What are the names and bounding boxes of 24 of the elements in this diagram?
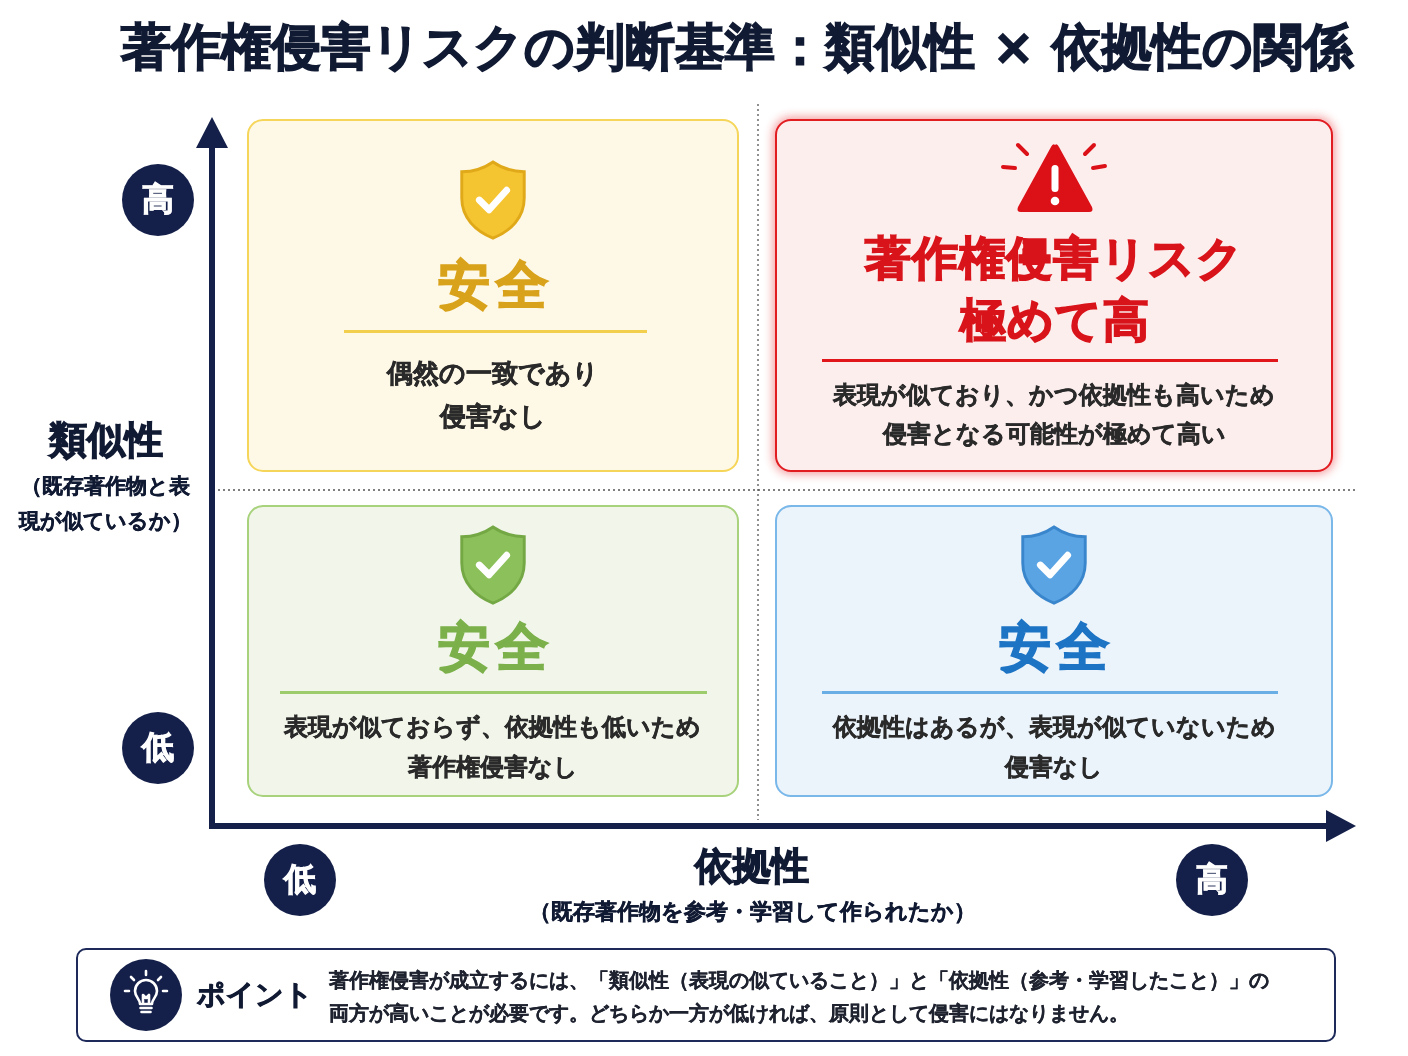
quadrant-card [247, 119, 739, 472]
note-text: 著作権侵害が成立するには、「類似性（表現の似ていること）」と「依拠性（参考・学習したこと）」の両方が高いことが必要です。どちらか一方が低ければ、原則として侵害にはなりません。 [329, 968, 1270, 1027]
note-panel [76, 948, 1336, 1042]
axis-subtitle: （既存著作物と表現が似ているか） [18, 473, 194, 535]
quadrant-card [775, 505, 1333, 797]
alert-card [775, 119, 1333, 472]
quadrant-card [247, 505, 739, 797]
quadrant-description: 表現が似ており、かつ依拠性も高いため侵害となる可能性が極めて高い [832, 380, 1276, 450]
level-marker: 高 [122, 164, 194, 236]
level-marker: 低 [264, 844, 336, 916]
quadrant-heading: 安全 [437, 619, 554, 677]
quadrant-heading: 安全 [437, 257, 554, 315]
level-marker: 低 [122, 712, 194, 784]
quadrant-description: 偶然の一致であり侵害なし [385, 357, 600, 433]
diagram-title: 著作権侵害リスクの判断基準：類似性 × 依拠性の関係 [121, 17, 1353, 77]
axis-subtitle: （既存著作物を参考・学習して作られたか） [528, 898, 976, 926]
quadrant-description: 表現が似ておらず、依拠性も低いため著作権侵害なし [283, 712, 703, 783]
level-marker: 高 [1176, 844, 1248, 916]
quadrant-description: 依拠性はあるが、表現が似ていないため侵害なし [831, 712, 1277, 783]
quadrant-heading: 安全 [998, 619, 1115, 677]
note-heading: ポイント [197, 977, 313, 1013]
axis-title: 類似性 [49, 417, 163, 463]
quadrant-heading: 著作権侵害リスク極めて高 [864, 230, 1245, 349]
axis-title: 依拠性 [695, 843, 809, 889]
